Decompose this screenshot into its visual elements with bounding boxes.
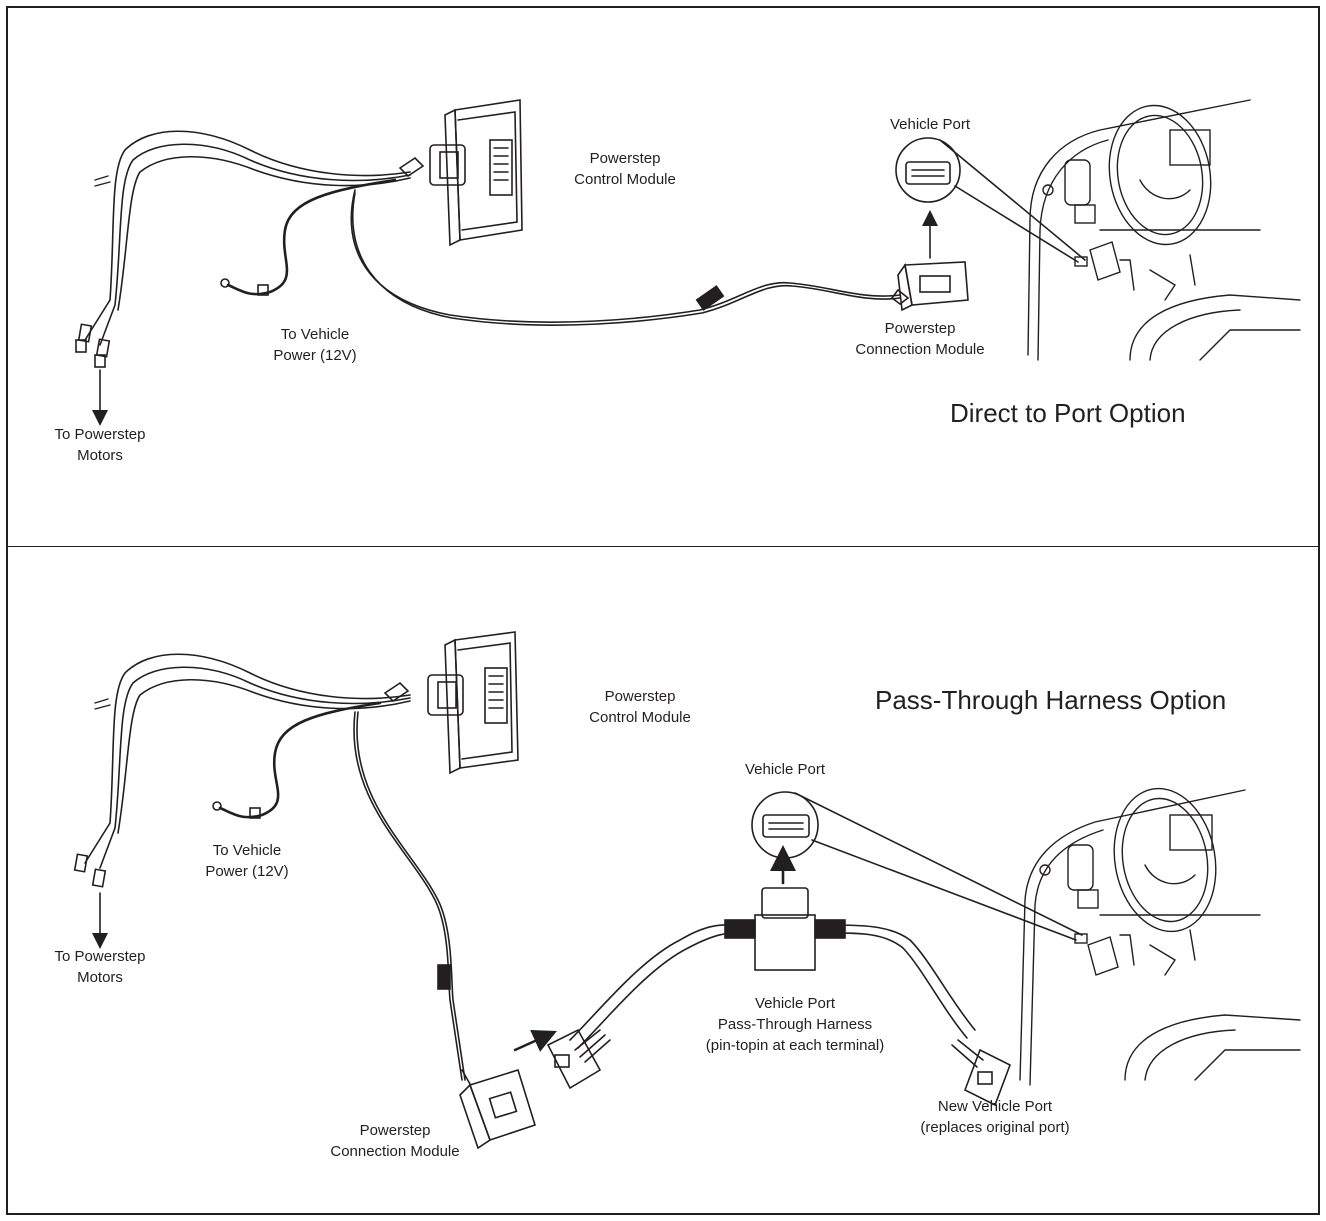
top-vehicle-power-label: To Vehicle Power (12V)	[273, 326, 357, 364]
bottom-wire-bundle	[73, 653, 411, 888]
top-motors-label: To Powerstep Motors	[54, 426, 146, 464]
top-vehicle-dash	[1027, 99, 1301, 361]
bottom-new-port-label: New Vehicle Port (replaces original port…	[920, 1098, 1070, 1136]
top-port-callout	[895, 137, 1086, 263]
bottom-control-module	[427, 631, 519, 775]
bottom-connection-module	[459, 1068, 536, 1150]
bottom-motors-label: To Powerstep Motors	[54, 948, 146, 986]
bottom-fuse-holder	[249, 807, 261, 819]
top-panel-title: Direct to Port Option	[950, 398, 1186, 428]
top-vehicle-port-label: Vehicle Port	[889, 116, 971, 133]
top-cable-to-port	[350, 189, 901, 326]
top-wire-bundle	[75, 130, 425, 368]
bottom-vehicle-dash	[1019, 787, 1301, 1086]
bottom-harness	[546, 887, 1012, 1107]
bottom-panel-title: Pass-Through Harness Option	[875, 685, 1227, 715]
bottom-power-lead	[218, 701, 382, 819]
top-control-module-label: Powerstep Control Module	[574, 150, 676, 188]
bottom-cable-down	[353, 711, 466, 1081]
bottom-plug-arrow	[513, 1030, 557, 1052]
bottom-vehicle-power-label: To Vehicle Power (12V)	[205, 842, 289, 880]
top-power-lead	[226, 178, 397, 296]
bottom-vehicle-port-label: Vehicle Port	[744, 761, 826, 778]
top-ring-terminal	[220, 278, 230, 288]
bottom-control-module-label: Powerstep Control Module	[589, 688, 691, 726]
top-fuse-holder	[257, 284, 269, 296]
panel-divider	[6, 546, 1320, 547]
bottom-connection-module-label: Powerstep Connection Module	[330, 1122, 460, 1160]
top-connection-module	[890, 261, 969, 312]
bottom-harness-label: Vehicle Port Pass-Through Harness (pin-t…	[705, 995, 885, 1054]
bottom-ring-terminal	[212, 801, 222, 811]
top-control-module	[429, 99, 523, 247]
diagram-frame	[6, 6, 1320, 1215]
top-connection-module-label: Powerstep Connection Module	[855, 320, 985, 358]
